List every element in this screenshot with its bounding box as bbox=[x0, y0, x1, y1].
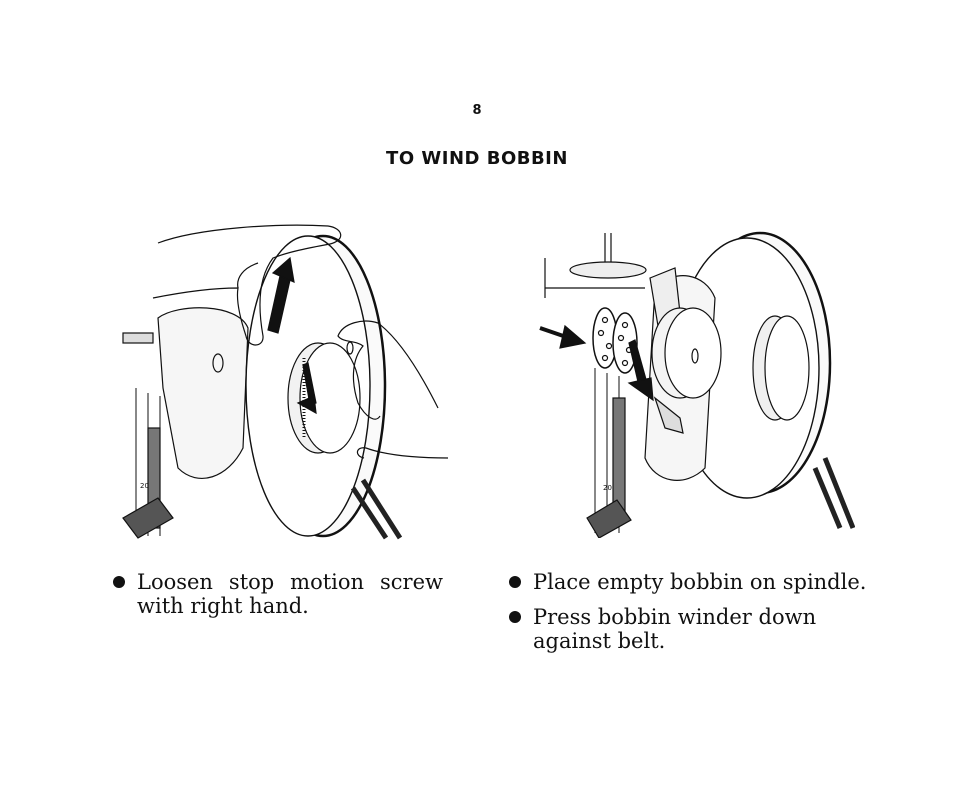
bullet-icon bbox=[509, 576, 521, 588]
list-item: Place empty bobbin on spindle. bbox=[509, 570, 899, 594]
caption-text: Place empty bobbin on spindle. bbox=[533, 570, 867, 594]
page-title: TO WIND BOBBIN bbox=[386, 148, 568, 169]
caption-text: Loosen stop motion screw with right hand… bbox=[137, 570, 443, 618]
hand-turning-handwheel-illustration: 20 bbox=[122, 224, 448, 540]
svg-text:20: 20 bbox=[603, 484, 612, 492]
page-number: 8 bbox=[472, 103, 482, 118]
bobbin-winder-illustration: 20 bbox=[539, 231, 855, 538]
bullet-icon bbox=[509, 611, 521, 623]
right-caption-list: Place empty bobbin on spindle. Press bob… bbox=[509, 570, 899, 664]
svg-text:20: 20 bbox=[140, 482, 149, 490]
caption-text: Press bobbin winder down against belt. bbox=[533, 605, 817, 653]
list-item: Press bobbin winder down against belt. bbox=[509, 605, 899, 653]
left-caption-list: Loosen stop motion screw with right hand… bbox=[113, 570, 443, 629]
list-item: Loosen stop motion screw with right hand… bbox=[113, 570, 443, 618]
bullet-icon bbox=[113, 576, 125, 588]
